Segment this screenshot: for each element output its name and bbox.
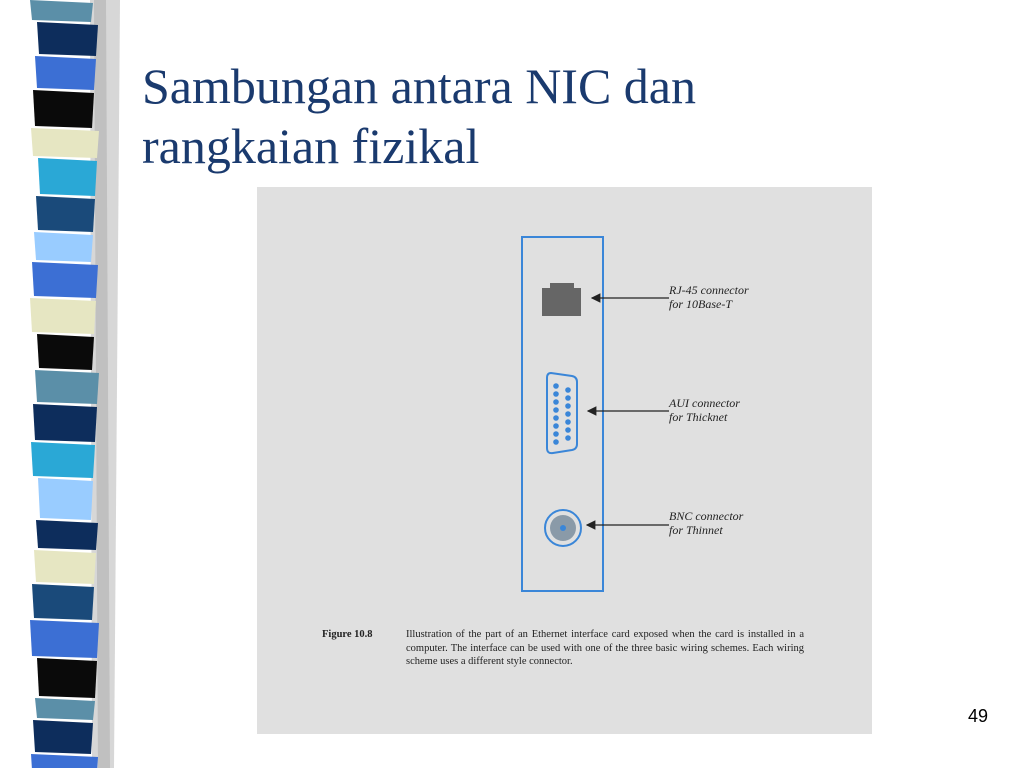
stripe-block: [30, 620, 99, 658]
figure-caption-text: Illustration of the part of an Ethernet …: [406, 629, 804, 667]
aui-pin: [565, 435, 571, 441]
aui-pin: [565, 411, 571, 417]
aui-pin: [565, 419, 571, 425]
bnc-connector: [544, 509, 582, 547]
stripe-block: [31, 442, 95, 478]
nic-illustration: RJ-45 connector for 10Base-T AUI connect…: [521, 236, 749, 592]
aui-pin: [565, 395, 571, 401]
aui-pin: [553, 423, 559, 429]
stripe-block: [32, 262, 98, 298]
aui-label-line-2: for Thicknet: [669, 410, 728, 424]
aui-label-line-1: AUI connector: [668, 396, 740, 410]
aui-pin: [553, 391, 559, 397]
stripe-block: [34, 232, 93, 262]
stripe-block: [35, 370, 99, 404]
aui-pin: [565, 427, 571, 433]
aui-pin: [553, 383, 559, 389]
stripe-block: [35, 698, 95, 720]
rj45-label-line-2: for 10Base-T: [669, 297, 733, 311]
stripe-block: [34, 550, 96, 584]
aui-pin: [553, 407, 559, 413]
stripe-block: [33, 720, 93, 754]
stripe-block: [37, 658, 97, 698]
card-bracket: [521, 236, 604, 592]
stripe-block: [38, 158, 97, 196]
bnc-label-line-1: BNC connector: [669, 509, 744, 523]
stripe-block: [35, 56, 96, 90]
decorative-stripe: [30, 0, 120, 768]
bnc-label-line-2: for Thinnet: [669, 523, 723, 537]
aui-pin: [553, 431, 559, 437]
slide-title: Sambungan antara NIC dan rangkaian fizik…: [142, 56, 902, 176]
rj45-connector: [542, 283, 581, 316]
aui-connector: [546, 371, 578, 455]
stripe-block: [32, 584, 94, 620]
stripe-block: [31, 128, 99, 158]
figure-caption-label: Figure 10.8: [322, 629, 373, 640]
stripe-block: [33, 90, 94, 128]
rj45-label-line-1: RJ-45 connector: [668, 283, 749, 297]
aui-pin: [553, 439, 559, 445]
aui-pin: [565, 387, 571, 393]
stripe-block: [37, 334, 94, 370]
slide-title-line-2: rangkaian fizikal: [142, 118, 480, 174]
figure-panel: RJ-45 connector for 10Base-T AUI connect…: [257, 187, 872, 734]
stripe-block: [37, 22, 98, 56]
stripe-block: [30, 0, 93, 22]
slide-title-line-1: Sambungan antara NIC dan: [142, 58, 697, 114]
stripe-block: [33, 404, 97, 442]
stripe-block: [38, 478, 93, 520]
stripe-block: [30, 298, 96, 334]
aui-pin: [565, 403, 571, 409]
stripe-block: [36, 520, 98, 550]
aui-pin: [553, 415, 559, 421]
slide-number: 49: [967, 706, 988, 726]
aui-pin: [553, 399, 559, 405]
stripe-block: [31, 754, 98, 768]
figure-caption: Figure 10.8 Illustration of the part of …: [322, 628, 804, 669]
stripe-block: [36, 196, 95, 232]
